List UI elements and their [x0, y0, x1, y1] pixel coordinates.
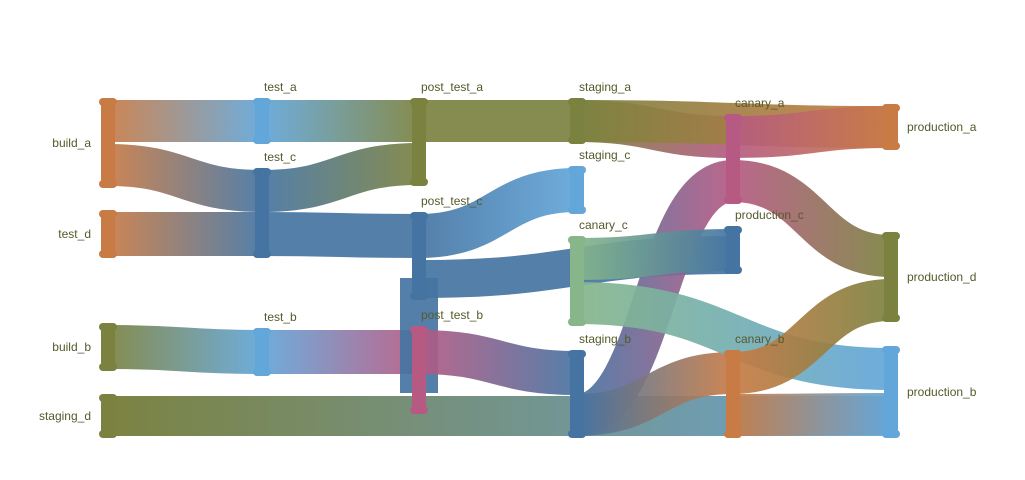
node-label-canary_c: canary_c — [579, 218, 628, 232]
links-layer: 4242444440404242444484443030444242444044… — [107, 99, 893, 437]
node-label-build_b: build_b — [52, 340, 91, 354]
link-canary_c-to-production_c[interactable]: 44 — [576, 229, 734, 280]
node-label-test_c: test_c — [264, 150, 296, 164]
node-label-canary_a: canary_a — [735, 96, 785, 110]
link-canary_b-to-production_b[interactable]: 40 — [732, 393, 892, 436]
link-build_a-to-test_c[interactable]: 42 — [107, 144, 263, 212]
node-label-production_b: production_b — [907, 385, 977, 399]
node-test_d[interactable] — [99, 210, 117, 258]
node-label-production_d: production_d — [907, 270, 976, 284]
node-label-test_b: test_b — [264, 310, 297, 324]
node-label-canary_b: canary_b — [735, 332, 785, 346]
node-post_test_c[interactable] — [410, 212, 428, 300]
node-test_a[interactable] — [253, 98, 271, 144]
link-test_c-to-post_test_a[interactable]: 42 — [261, 143, 420, 212]
node-canary_b[interactable] — [724, 350, 742, 438]
node-test_c[interactable] — [253, 168, 271, 258]
node-label-production_a: production_a — [907, 120, 977, 134]
node-staging_d[interactable] — [99, 394, 117, 438]
node-production_b[interactable] — [882, 346, 900, 438]
node-staging_c[interactable] — [568, 166, 586, 214]
link-canary_c-to-production_b[interactable]: 44 — [576, 282, 892, 390]
node-label-test_d: test_d — [58, 227, 91, 241]
labels-layer: build_a test_d build_b staging_d test_a test_… — [39, 80, 977, 423]
node-label-post_test_c: post_test_c — [421, 194, 482, 208]
node-label-production_c: production_c — [735, 208, 804, 222]
link-post_test_c-to-staging_c[interactable]: 44 — [418, 168, 578, 258]
node-production_d[interactable] — [882, 232, 900, 322]
node-post_test_b[interactable] — [410, 326, 428, 414]
node-label-staging_b: staging_b — [579, 332, 631, 346]
link-test_c-to-post_test_c[interactable]: 44 — [261, 212, 420, 258]
node-build_b[interactable] — [99, 323, 117, 371]
node-staging_b[interactable] — [568, 350, 586, 438]
node-label-staging_a: staging_a — [579, 80, 631, 94]
link-canary_b-to-production_d[interactable]: 40 — [731, 279, 893, 394]
link-canary_a-to-production_d[interactable]: 44 — [731, 160, 893, 277]
node-production_c[interactable] — [724, 226, 742, 274]
link-post_test_b-to-staging_b[interactable]: 44 — [418, 330, 578, 395]
node-label-staging_d: staging_d — [39, 409, 91, 423]
node-canary_c[interactable] — [568, 236, 586, 326]
node-build_a[interactable] — [99, 98, 117, 188]
link-staging_b-to-canary_b[interactable]: 40 — [576, 352, 734, 436]
node-label-post_test_a: post_test_a — [421, 80, 483, 94]
node-production_a[interactable] — [882, 104, 900, 150]
link-canary_a-to-production_a[interactable]: 42 — [732, 106, 892, 158]
link-build_b-to-test_b[interactable]: 44 — [107, 325, 263, 374]
node-label-staging_c: staging_c — [579, 148, 630, 162]
node-post_test_a[interactable] — [410, 98, 428, 186]
node-staging_a[interactable] — [568, 98, 586, 144]
node-label-build_a: build_a — [52, 136, 91, 150]
node-canary_a[interactable] — [724, 114, 742, 204]
nodes-layer — [99, 98, 900, 438]
node-label-post_test_b: post_test_b — [421, 308, 483, 322]
node-test_b[interactable] — [253, 328, 271, 376]
node-label-test_a: test_a — [264, 80, 297, 94]
